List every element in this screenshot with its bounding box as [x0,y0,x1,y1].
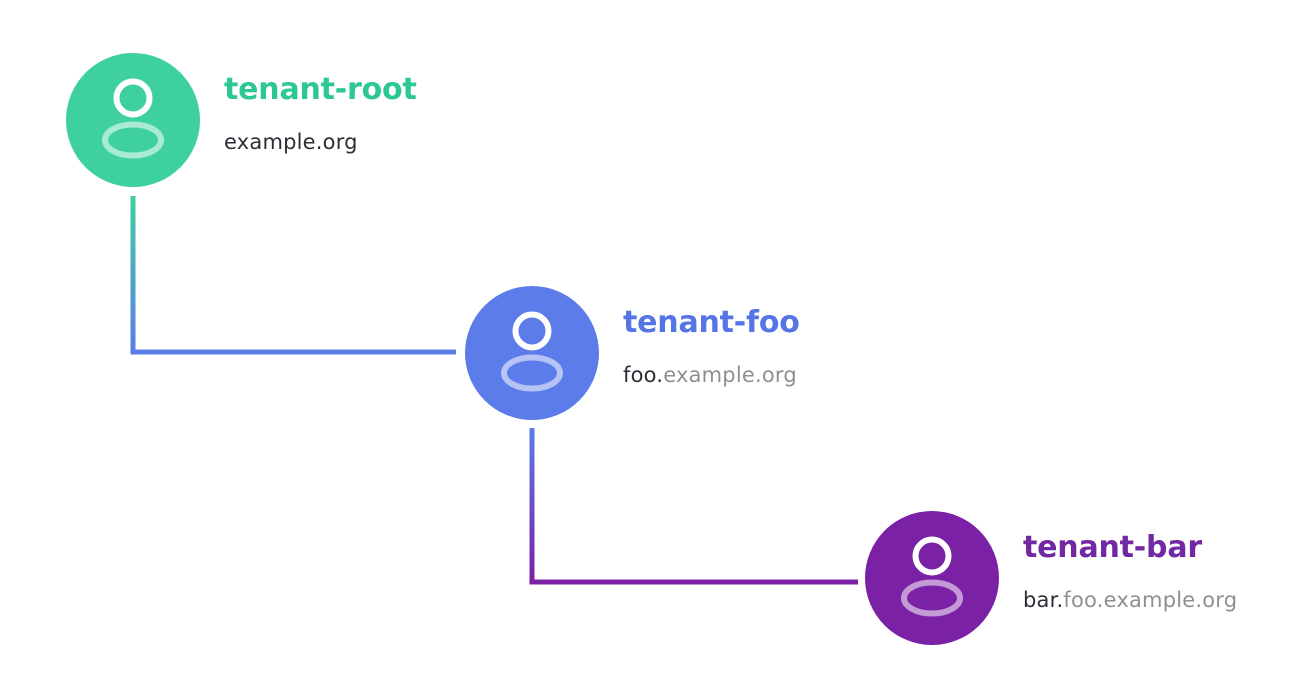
connector-foo-to-bar [529,428,858,585]
tenant-labels: tenant-bar bar.foo.example.org [1023,511,1300,645]
node-tenant-bar: tenant-bar bar.foo.example.org [865,511,1237,645]
tenant-domain-parent-part: example.org [663,363,797,387]
tenant-name: tenant-bar [1023,530,1202,565]
person-icon [901,536,963,617]
tenant-domain-parent-part: foo.example.org [1063,588,1238,612]
tenant-labels: tenant-foo foo.example.org [623,286,1043,420]
node-tenant-root: tenant-root example.org [66,53,417,187]
person-icon [102,78,164,159]
tenant-domain-own-part: foo. [623,363,664,387]
tenant-domain-own-part: bar. [1023,588,1064,612]
tenant-domain: bar.foo.example.org [1023,587,1237,613]
connector-root-to-foo [130,196,456,355]
tenant-avatar-circle [465,286,599,420]
tenant-domain: example.org [224,129,358,155]
tenant-domain-own-part: example.org [224,130,358,154]
tenant-name: tenant-root [224,72,417,107]
tenant-domain: foo.example.org [623,362,797,388]
tenant-labels: tenant-root example.org [224,53,644,187]
person-icon [501,311,563,392]
tenant-avatar-circle [865,511,999,645]
node-tenant-foo: tenant-foo foo.example.org [465,286,800,420]
tenant-name: tenant-foo [623,305,800,340]
tenant-avatar-circle [66,53,200,187]
